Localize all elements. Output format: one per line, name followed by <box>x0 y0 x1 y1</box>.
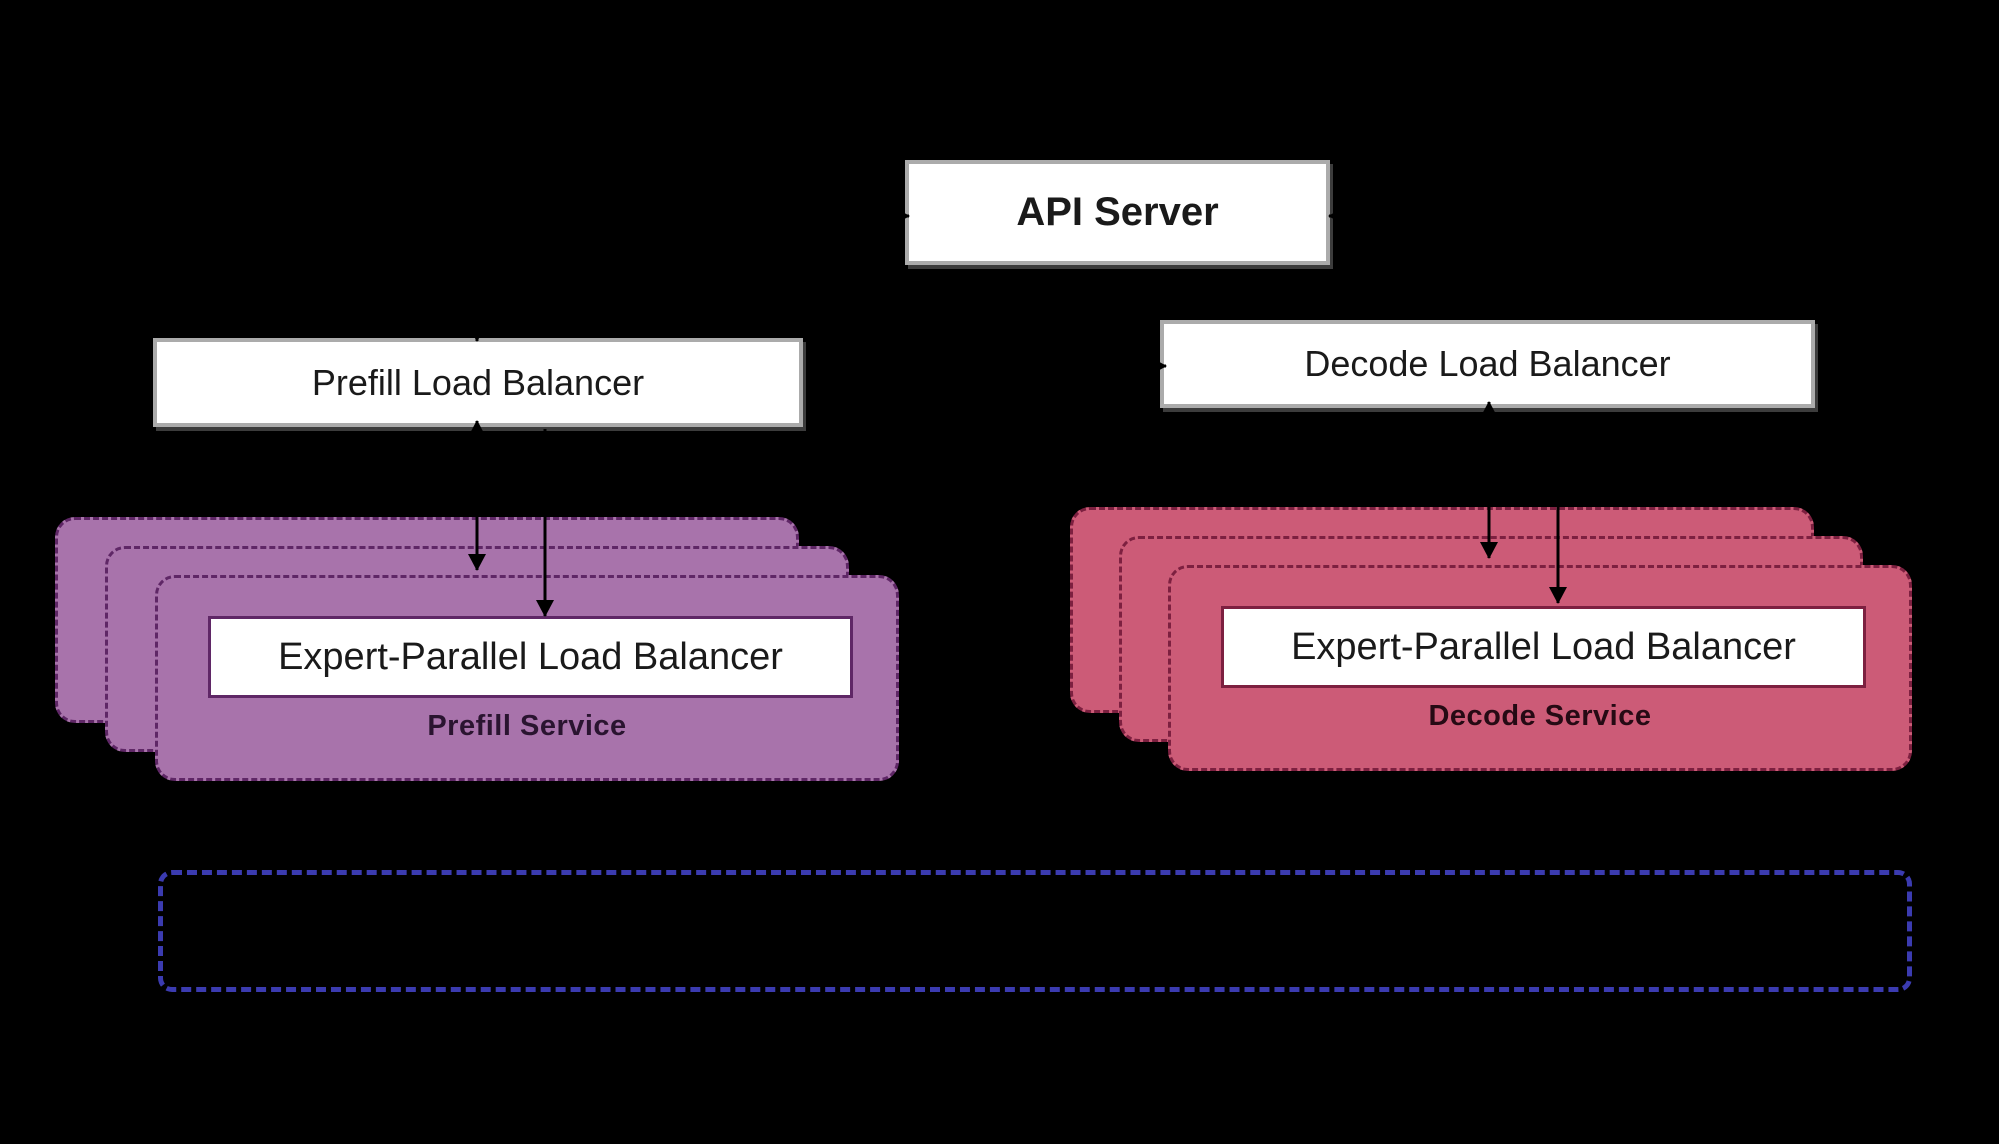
api-server-label: API Server <box>1016 190 1219 234</box>
decode-service-label: Decode Service <box>1428 700 1652 732</box>
prefill-expert-parallel-lb-node: Expert-Parallel Load Balancer <box>208 616 853 698</box>
decode-expert-parallel-lb-node: Expert-Parallel Load Balancer <box>1221 606 1866 688</box>
prefill-expert-parallel-lb-label: Expert-Parallel Load Balancer <box>278 635 783 678</box>
prefill-service-label: Prefill Service <box>427 710 627 742</box>
decode-load-balancer-node: Decode Load Balancer <box>1160 320 1815 408</box>
decode-service-card-front: Expert-Parallel Load Balancer Decode Ser… <box>1168 565 1912 771</box>
prefill-load-balancer-node: Prefill Load Balancer <box>153 338 803 427</box>
cluster-boundary-box <box>158 870 1912 992</box>
decode-load-balancer-label: Decode Load Balancer <box>1304 343 1671 384</box>
decode-expert-parallel-lb-label: Expert-Parallel Load Balancer <box>1291 625 1796 668</box>
prefill-service-card-front: Expert-Parallel Load Balancer Prefill Se… <box>155 575 899 781</box>
api-server-node: API Server <box>905 160 1330 265</box>
prefill-load-balancer-label: Prefill Load Balancer <box>311 361 645 403</box>
arrow-decode-lb-to-api <box>1328 207 1422 317</box>
